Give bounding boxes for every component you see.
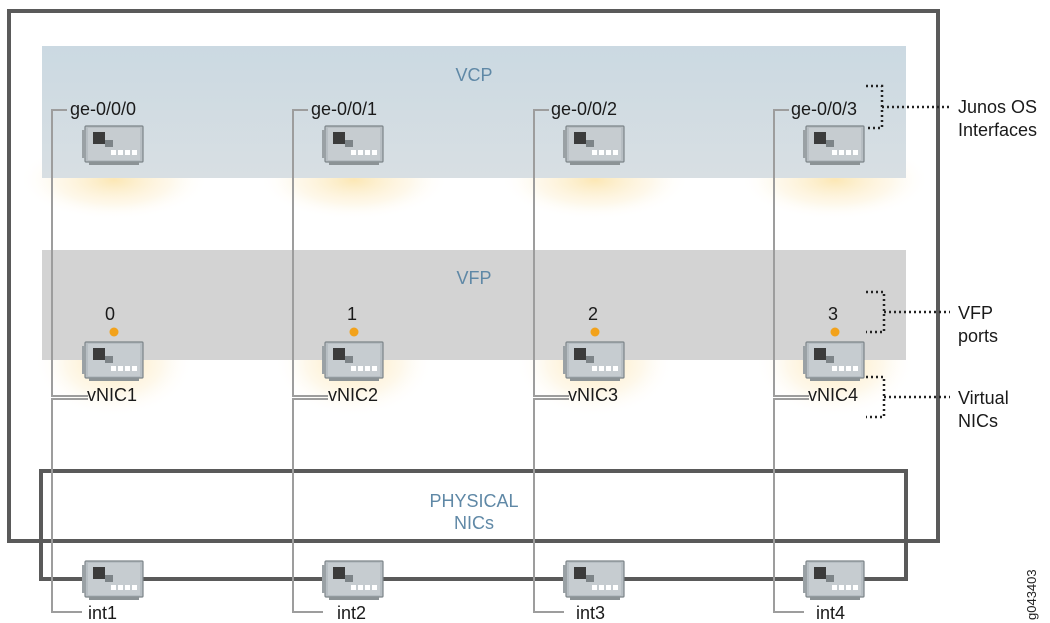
vfp-ports-annotation-line1: VFP — [958, 303, 994, 323]
vfp-port-number: 1 — [347, 304, 358, 324]
physical-interface-label: int4 — [816, 603, 846, 623]
vcp-to-vnic-connector — [773, 109, 809, 397]
vfp-port-dot — [830, 327, 840, 337]
vcp-interface-label: ge-0/0/3 — [791, 99, 858, 119]
vfp-port-number: 3 — [828, 304, 839, 324]
vfp-nic-card-icon — [82, 341, 144, 381]
physical-nics-label-line2: NICs — [454, 513, 494, 533]
physical-nic-card-icon — [322, 560, 384, 600]
junos-interfaces-annotation-line2: Interfaces — [958, 120, 1038, 140]
physical-nic-card-icon — [803, 560, 865, 600]
vfp-nic-card-icon — [803, 341, 865, 381]
vnic-label: vNIC3 — [568, 385, 619, 405]
vfp-section-label: VFP — [456, 268, 492, 288]
junos-interfaces-bracket — [866, 84, 950, 130]
vcp-interface-label: ge-0/0/2 — [551, 99, 618, 119]
vcp-nic-card-icon — [322, 125, 384, 165]
vcp-to-vnic-connector — [51, 109, 88, 397]
vfp-port-dot — [349, 327, 359, 337]
figure-id: g043403 — [1024, 569, 1039, 620]
vnic-to-physical-connector — [773, 398, 809, 613]
physical-nics-label-line1: PHYSICAL — [429, 491, 519, 511]
virtual-nics-annotation-line2: NICs — [958, 411, 998, 431]
vfp-port-number: 0 — [105, 304, 116, 324]
vcp-nic-card-icon — [803, 125, 865, 165]
physical-nic-card-icon — [563, 560, 625, 600]
virtual-nics-bracket — [866, 375, 950, 419]
vfp-nic-card-icon — [563, 341, 625, 381]
host-frame — [7, 9, 940, 543]
vnic-to-physical-connector — [51, 398, 88, 613]
virtual-nics-annotation-line1: Virtual — [958, 388, 1009, 408]
vnic-to-physical-connector — [533, 398, 569, 613]
vcp-band — [42, 46, 906, 178]
vcp-nic-card-icon — [563, 125, 625, 165]
vfp-port-dot — [590, 327, 600, 337]
vcp-interface-label: ge-0/0/1 — [311, 99, 378, 119]
physical-interface-label: int1 — [88, 603, 118, 623]
vcp-nic-card-icon — [82, 125, 144, 165]
vfp-port-dot — [109, 327, 119, 337]
vfp-ports-annotation-line2: ports — [958, 326, 999, 346]
vfp-ports-bracket — [866, 290, 950, 334]
vcp-to-vnic-connector — [292, 109, 328, 397]
vfp-nic-card-icon — [322, 341, 384, 381]
vfp-band — [42, 250, 906, 360]
vnic-label: vNIC2 — [328, 385, 379, 405]
junos-interfaces-annotation-line1: Junos OS — [958, 97, 1038, 117]
vnic-label: vNIC4 — [808, 385, 859, 405]
vfp-port-number: 2 — [588, 304, 599, 324]
vcp-interface-label: ge-0/0/0 — [70, 99, 137, 119]
physical-nics-frame — [39, 469, 908, 581]
physical-interface-label: int2 — [337, 603, 367, 623]
physical-interface-label: int3 — [576, 603, 606, 623]
vnic-label: vNIC1 — [87, 385, 138, 405]
vnic-to-physical-connector — [292, 398, 328, 613]
vcp-to-vnic-connector — [533, 109, 569, 397]
vcp-section-label: VCP — [455, 65, 493, 85]
physical-nic-card-icon — [82, 560, 144, 600]
